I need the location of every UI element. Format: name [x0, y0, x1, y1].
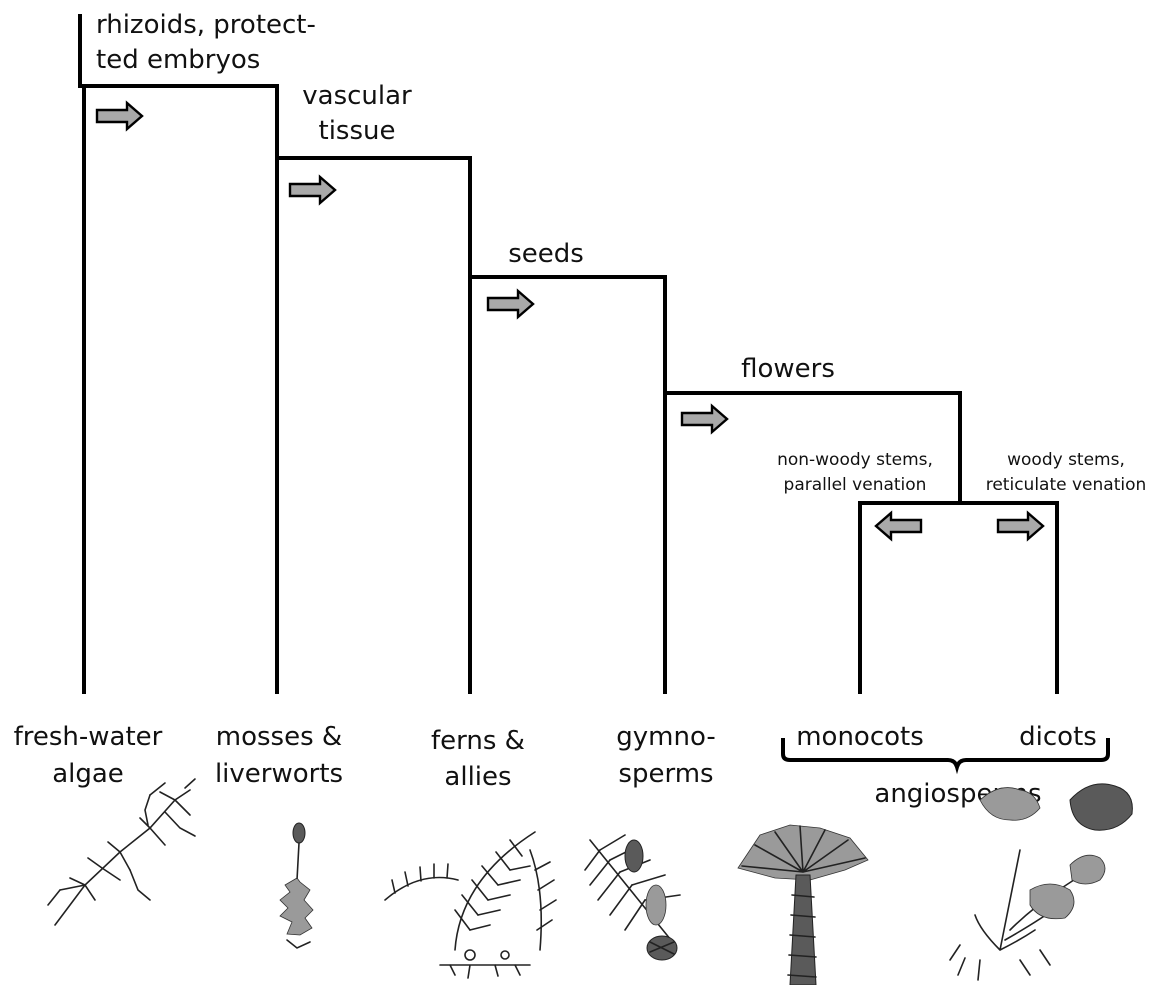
- innovation-vascular-line1: vascular: [302, 81, 412, 111]
- cladogram-branches: [80, 16, 1057, 692]
- taxon-mosses-line1: mosses &: [216, 722, 342, 752]
- taxon-dicots: dicots: [1019, 722, 1097, 752]
- fern-illustration: [385, 832, 556, 978]
- arrow-left-icon: [876, 513, 921, 539]
- innovation-flowers: flowers: [741, 354, 835, 384]
- arrow-right-icon: [682, 406, 727, 432]
- taxon-algae-line1: fresh-water: [14, 722, 163, 752]
- taxon-mosses-line2: liverworts: [215, 759, 343, 789]
- algae-illustration: [48, 779, 195, 925]
- innovation-labels: rhizoids, protect- ted embryos vascular …: [96, 10, 1146, 495]
- arrow-right-icon: [998, 513, 1043, 539]
- taxon-ferns-line2: allies: [444, 762, 511, 792]
- poppy-illustration: [950, 784, 1132, 980]
- arrow-right-icon: [488, 291, 533, 317]
- innovation-arrows: [97, 103, 1043, 539]
- taxon-gymnosperms-line2: sperms: [618, 759, 713, 789]
- innovation-vascular-line2: tissue: [319, 116, 396, 146]
- pine-illustration: [585, 835, 680, 960]
- taxon-ferns-line1: ferns &: [431, 726, 525, 756]
- arrow-right-icon: [290, 177, 335, 203]
- dicot-trait-line1: woody stems,: [1007, 450, 1125, 470]
- palm-illustration: [738, 825, 868, 985]
- taxon-algae-line2: algae: [52, 759, 124, 789]
- monocot-trait-line2: parallel venation: [784, 475, 927, 495]
- arrow-right-icon: [97, 103, 142, 129]
- innovation-rhizoids-line1: rhizoids, protect-: [96, 10, 316, 40]
- innovation-seeds: seeds: [508, 239, 584, 269]
- taxon-monocots: monocots: [796, 722, 924, 752]
- monocot-trait-line1: non-woody stems,: [777, 450, 933, 470]
- dicot-trait-line2: reticulate venation: [986, 475, 1147, 495]
- moss-illustration: [280, 823, 313, 948]
- taxon-gymnosperms-line1: gymno-: [616, 722, 715, 752]
- innovation-rhizoids-line2: ted embryos: [96, 45, 260, 75]
